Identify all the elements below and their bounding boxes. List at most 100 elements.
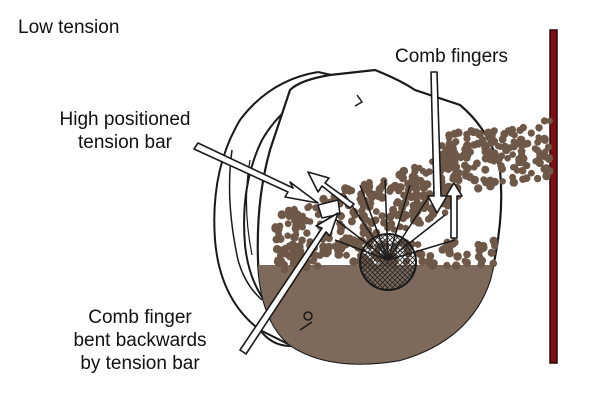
particle-dot	[386, 187, 394, 195]
particle-dot	[470, 164, 478, 171]
particle-dot	[527, 129, 535, 137]
particle-dot	[367, 199, 375, 207]
particle-dot	[462, 170, 471, 179]
particle-dot	[324, 242, 334, 252]
particle-dot	[452, 261, 461, 270]
particle-dot	[299, 212, 306, 220]
particle-dot	[359, 229, 368, 238]
comb-fingers-label: Comb fingers	[395, 46, 508, 67]
particle-dot	[542, 164, 551, 173]
particle-dot	[347, 217, 356, 226]
particle-dot	[498, 164, 506, 173]
particle-dot	[450, 157, 459, 166]
particle-dot	[504, 154, 511, 162]
particle-dot	[344, 185, 353, 193]
particle-dot	[430, 259, 438, 268]
particle-dot	[453, 175, 460, 183]
particle-dot	[500, 142, 509, 151]
particle-dot	[490, 150, 499, 159]
particle-dot	[474, 252, 484, 261]
particle-dot	[463, 135, 471, 143]
particle-dot	[540, 134, 549, 144]
particle-dot	[524, 139, 532, 148]
housing-details	[299, 94, 364, 331]
arrows	[193, 71, 463, 355]
particle-dot	[533, 174, 542, 183]
particle-dot	[363, 183, 372, 192]
particle-dot	[445, 134, 453, 142]
particle-dot	[443, 200, 453, 210]
particle-dot	[491, 241, 499, 250]
bent-finger-label: Comb finger bent backwards by tension ba…	[45, 306, 235, 375]
particle-dot	[298, 236, 306, 245]
particle-dot	[463, 145, 472, 155]
particle-dot	[378, 212, 386, 220]
particle-dot	[511, 131, 518, 139]
comb-fingers-pointer-arrow	[427, 71, 448, 214]
particle-dot	[276, 234, 285, 243]
particle-dot	[474, 184, 483, 193]
particle-dot	[479, 243, 488, 252]
particle-dot	[303, 229, 311, 237]
particle-dot	[470, 175, 479, 185]
particle-dot	[277, 210, 287, 220]
particle-dot	[542, 148, 549, 155]
particle-dot	[389, 205, 398, 214]
particle-dot	[535, 124, 543, 132]
particle-dot	[543, 170, 550, 178]
particle-dot	[481, 165, 490, 174]
particle-dot	[314, 262, 322, 270]
particle-dot	[292, 230, 300, 238]
particle-dot	[319, 194, 328, 204]
particle-dot	[467, 127, 475, 135]
particle-dot	[498, 135, 507, 144]
particle-dot	[443, 261, 451, 269]
particle-dot	[534, 138, 542, 146]
particle-dot	[540, 117, 549, 125]
particle-dot	[518, 166, 527, 175]
particle-dot	[489, 259, 498, 268]
particle-dot	[509, 178, 518, 187]
particle-dot	[453, 252, 462, 261]
particle-dot	[452, 138, 460, 146]
tension-bar-label-line-2: tension bar	[77, 132, 172, 153]
particle-dot	[334, 250, 343, 259]
particle-dot	[429, 209, 438, 219]
particle-dot	[487, 176, 494, 184]
particle-dot	[461, 161, 469, 170]
tension-bar-pointer-arrow	[193, 142, 319, 204]
drum-hub	[359, 233, 417, 291]
particle-dot	[386, 212, 395, 222]
particle-dot	[280, 265, 289, 274]
particle-dot	[395, 187, 403, 195]
particle-dot	[470, 141, 478, 149]
particle-dot	[441, 209, 449, 216]
particle-dot	[332, 242, 341, 250]
particle-dot	[445, 249, 454, 258]
particle-dot	[372, 208, 380, 215]
particle-dot	[380, 180, 388, 188]
particle-dot	[440, 244, 448, 253]
particle-dot	[415, 216, 423, 223]
bent-finger-label-line-2: bent backwards	[73, 330, 207, 351]
particle-dot	[499, 178, 506, 185]
bent-finger-label-line-1: Comb finger	[88, 307, 192, 328]
particle-dot	[487, 248, 496, 257]
particle-dot	[480, 176, 487, 183]
particle-dot	[463, 250, 471, 259]
particle-dot	[400, 191, 408, 199]
particle-dot	[390, 226, 398, 233]
bent-finger-pointer-arrow	[239, 212, 339, 355]
particle-dot	[359, 222, 368, 232]
tension-bar	[317, 199, 341, 219]
particle-dot	[412, 192, 421, 200]
particle-dot	[416, 164, 423, 172]
particle-dot	[284, 220, 292, 228]
particle-dot	[412, 178, 419, 186]
particle-dot	[349, 257, 359, 267]
particle-dot	[425, 168, 433, 176]
particle-dot	[528, 169, 535, 177]
particle-dot	[312, 251, 320, 259]
particle-dot	[282, 250, 291, 258]
particle-dot	[424, 215, 432, 223]
